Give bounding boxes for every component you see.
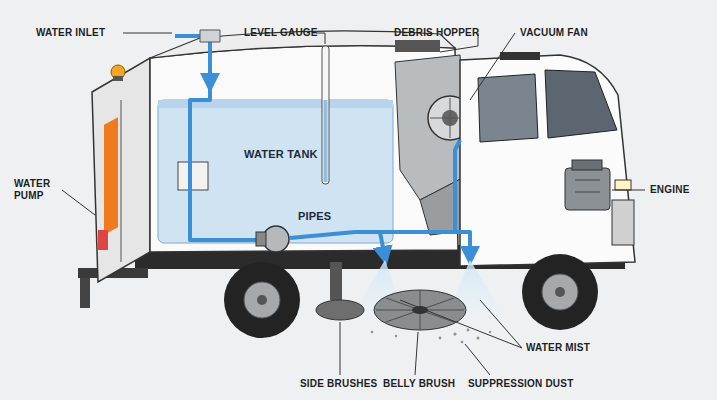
dust-particles-part <box>453 332 456 335</box>
access-panel <box>178 162 208 190</box>
dust-particles-part <box>371 331 374 334</box>
part-label: WATER TANK <box>244 148 318 160</box>
side-brush-part <box>316 300 364 320</box>
leader-lines-part <box>470 33 515 100</box>
water-pump-part <box>256 232 266 246</box>
leader-lines-part <box>62 190 95 215</box>
leader-lines-part <box>123 33 172 34</box>
water-pipes-part <box>175 36 210 85</box>
part-label: SUPPRESSION DUST <box>468 378 573 390</box>
part-label: WATER MIST <box>526 342 590 354</box>
rear-body-part <box>121 100 122 262</box>
belly-brush-part <box>374 290 466 330</box>
leader-lines-part <box>340 322 341 375</box>
rear-body-part <box>92 58 150 282</box>
level-gauge-part <box>322 46 329 184</box>
cab-part <box>460 55 635 266</box>
level-gauge <box>322 46 329 184</box>
water-pipes-part <box>455 140 460 232</box>
belly-brush <box>374 290 466 330</box>
part-label: WATER INLET <box>36 27 105 39</box>
dust-particles-part <box>477 337 480 340</box>
part-label: SIDE BRUSHES <box>300 378 377 390</box>
water-pipes-part <box>290 232 470 258</box>
cab <box>460 52 635 266</box>
headlight <box>615 180 631 190</box>
part-label: VACUUM FAN <box>520 27 588 39</box>
water-inlet <box>200 30 220 42</box>
dust-particles-part <box>395 335 397 337</box>
rear-wheel <box>224 262 300 338</box>
leader-lines-part <box>400 300 522 348</box>
water-tank <box>158 100 393 243</box>
rear-body <box>92 58 150 282</box>
part-label: BELLY BRUSH <box>383 378 455 390</box>
engine-part <box>575 180 600 181</box>
engine-part <box>572 160 602 170</box>
belly-brush-part <box>376 290 464 330</box>
level-gauge-part <box>324 100 328 182</box>
roof-light <box>500 52 540 60</box>
side-window <box>478 74 538 142</box>
water-pipes-part <box>190 85 262 240</box>
part-label: DEBRIS HOPPER <box>394 27 479 39</box>
rear-body-part <box>104 117 118 234</box>
leader-lines-part <box>465 344 490 375</box>
rear-wheel-part <box>244 282 280 318</box>
grille <box>612 200 634 245</box>
side-brush <box>316 262 364 320</box>
part-label: ENGINE <box>650 184 690 196</box>
windshield <box>545 70 617 138</box>
part-label: WATER PUMP <box>14 178 60 202</box>
dust-particles-part <box>489 331 491 333</box>
water-pump-part <box>263 226 289 252</box>
front-wheel-part <box>542 274 578 310</box>
part-label: LEVEL GAUGE <box>244 27 318 39</box>
engine-part <box>565 168 610 210</box>
water-pipes <box>175 30 470 258</box>
leader-lines-part <box>480 300 522 348</box>
engine-part <box>575 192 600 193</box>
hopper-vent <box>395 40 440 52</box>
dust-particles <box>371 329 491 344</box>
front-wheel-part <box>555 287 565 297</box>
rear-body-part <box>98 230 108 250</box>
rear-wheel-part <box>257 295 267 305</box>
leader-lines <box>62 33 645 375</box>
rear-body-part <box>113 76 123 81</box>
front-wheel <box>522 254 598 330</box>
leader-lines-part <box>612 190 645 191</box>
front-wheel-part <box>522 254 598 330</box>
part-label: PIPES <box>298 210 331 222</box>
chassis-part <box>80 278 90 308</box>
dust-particles-part <box>467 329 470 332</box>
leader-lines-part <box>415 332 418 375</box>
side-brush-part <box>330 262 342 300</box>
water-pump <box>256 226 289 252</box>
dust-particles-part <box>461 341 464 344</box>
engine <box>565 160 610 210</box>
water-pipes-part <box>380 232 385 258</box>
rear-wheel-part <box>224 262 300 338</box>
dust-particles-part <box>439 337 442 340</box>
